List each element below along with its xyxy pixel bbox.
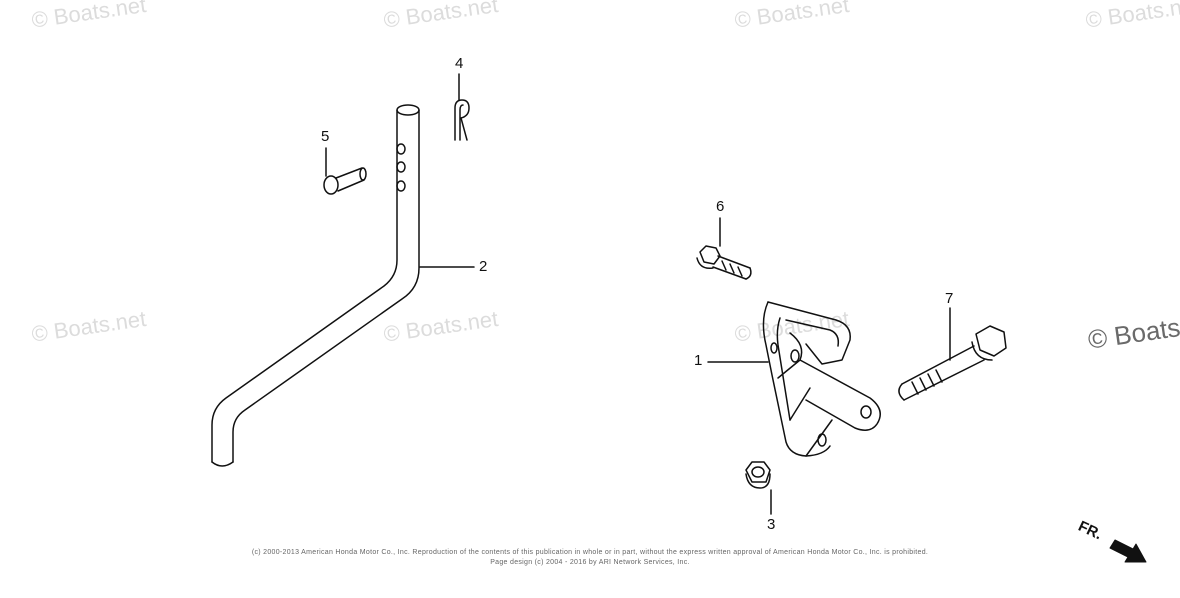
callout-7: 7	[945, 290, 954, 307]
callout-4: 4	[455, 55, 464, 72]
r-clip-part-4	[454, 73, 470, 141]
callout-3: 3	[767, 516, 776, 533]
callout-6: 6	[716, 198, 725, 215]
callout-1: 1	[694, 352, 703, 369]
rod-part-2	[211, 104, 475, 467]
bracket-part-1	[707, 301, 881, 457]
clevis-pin-part-5	[323, 147, 367, 195]
callout-2: 2	[479, 258, 488, 275]
long-bolt-part-7	[898, 307, 1007, 401]
flange-bolt-part-6	[696, 217, 752, 280]
copyright-line: (c) 2000-2013 American Honda Motor Co., …	[251, 549, 929, 556]
page-design-line: Page design (c) 2004 - 2016 by ARI Netwo…	[490, 559, 690, 566]
nut-part-3	[745, 461, 772, 515]
front-direction-arrow	[1109, 539, 1147, 563]
callout-5: 5	[321, 128, 330, 145]
